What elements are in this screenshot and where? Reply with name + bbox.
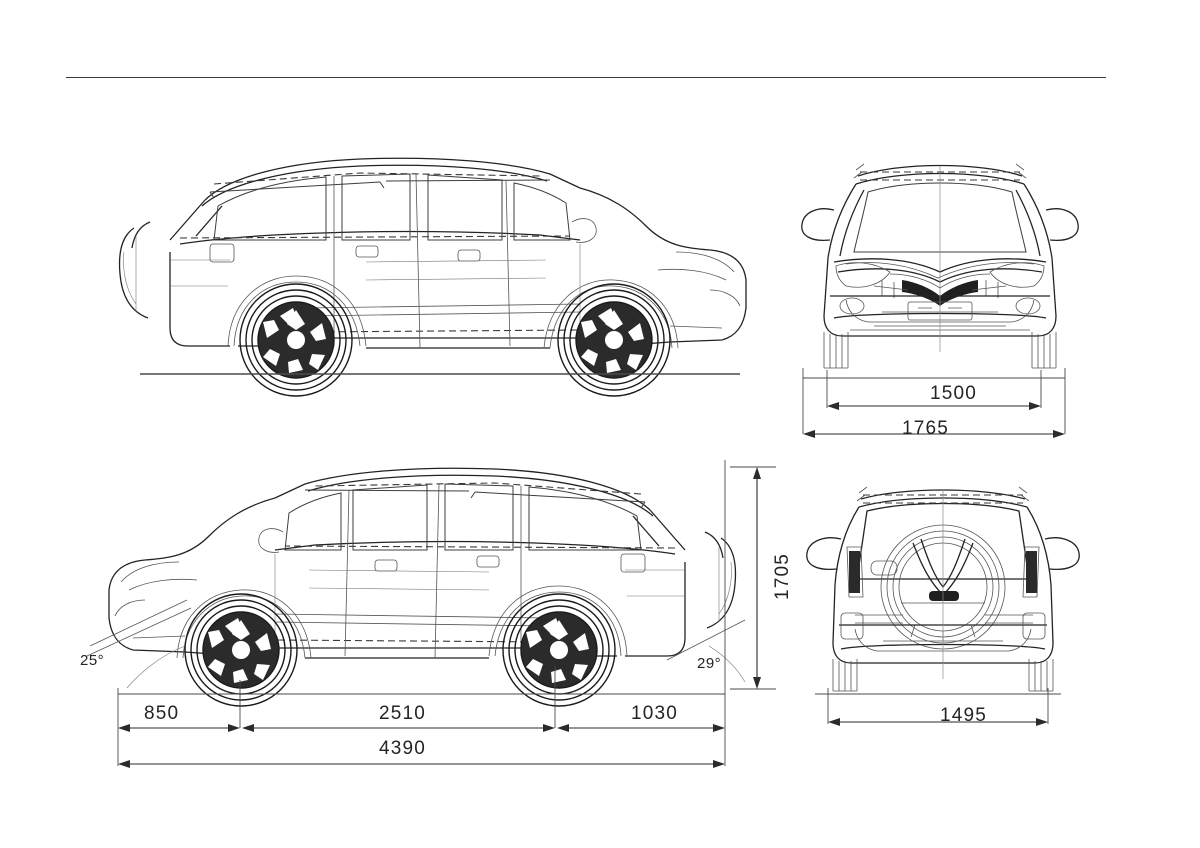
height-dimension bbox=[730, 455, 790, 700]
wheel-front-lower bbox=[184, 593, 298, 707]
dimension-overall-width: 1765 bbox=[902, 418, 950, 439]
length-dimension-chain bbox=[100, 460, 780, 778]
rear-view-dimensions bbox=[795, 688, 1090, 738]
wheel-rear bbox=[239, 283, 353, 397]
rear-view bbox=[795, 465, 1090, 700]
dimension-approach-angle: 25° bbox=[80, 652, 105, 669]
dimension-overall-height: 1705 bbox=[772, 552, 793, 600]
dimension-overall-length: 4390 bbox=[379, 738, 427, 759]
dimension-rear-track: 1495 bbox=[940, 705, 988, 726]
dimension-front-track: 1500 bbox=[930, 383, 978, 404]
wheel-rear-lower bbox=[502, 593, 616, 707]
side-view-top bbox=[110, 140, 750, 397]
dimension-wheelbase: 2510 bbox=[379, 703, 427, 724]
front-view-dimensions bbox=[790, 368, 1090, 448]
header-rule bbox=[66, 77, 1106, 78]
dimension-rear-overhang: 1030 bbox=[631, 703, 679, 724]
wheel-front bbox=[557, 283, 671, 397]
dimension-departure-angle: 29° bbox=[697, 655, 722, 672]
front-view bbox=[790, 140, 1090, 385]
dimension-front-overhang: 850 bbox=[144, 703, 180, 724]
side-view-bottom bbox=[86, 450, 755, 707]
